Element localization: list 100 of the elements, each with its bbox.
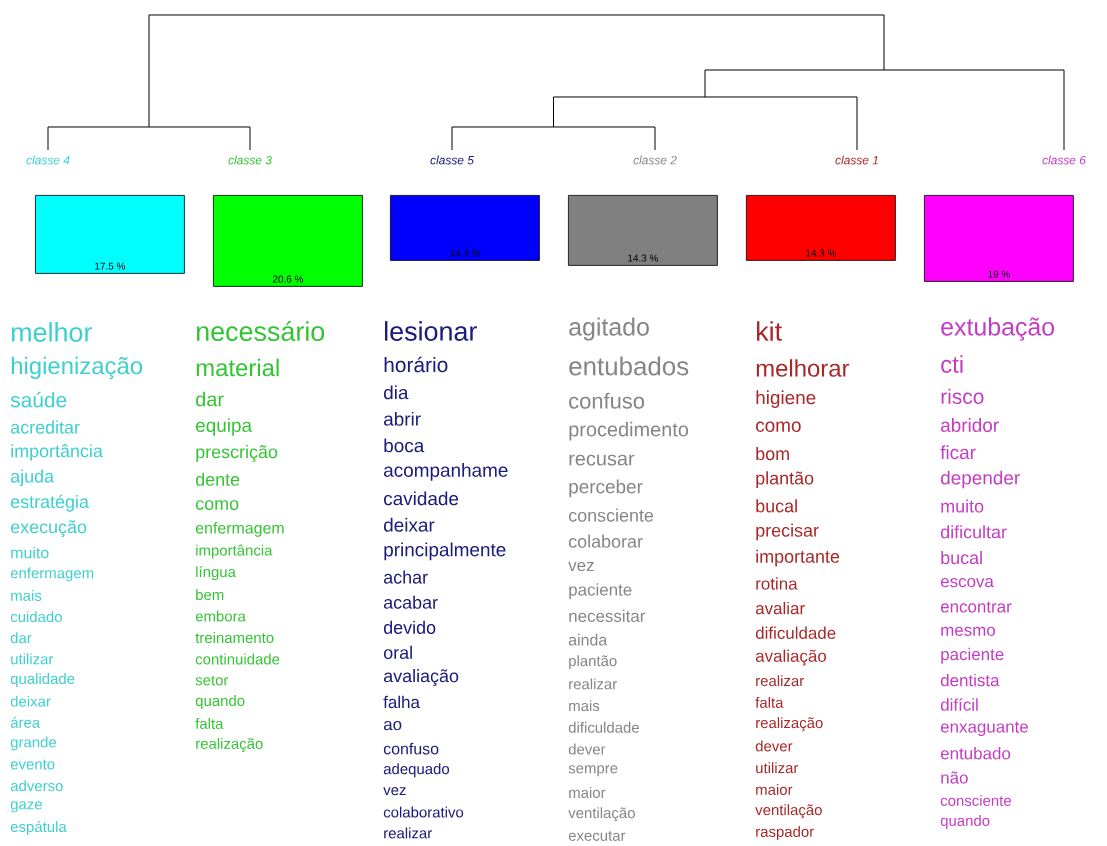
word: realização — [196, 738, 263, 752]
word: ventilação — [755, 804, 822, 819]
word: confuso — [569, 392, 645, 409]
word: achar — [383, 570, 428, 584]
word: dentista — [940, 673, 1000, 687]
word: grande — [10, 736, 57, 751]
color-box: 14.3 % — [746, 195, 896, 261]
word: ficar — [940, 445, 976, 460]
word: vez — [383, 787, 406, 796]
word: necessitar — [569, 609, 646, 623]
word: importância — [11, 444, 103, 461]
word: cti — [941, 355, 963, 373]
word: bom — [756, 447, 789, 461]
word: dar — [196, 391, 224, 407]
word: saúde — [10, 391, 67, 408]
word: abrir — [384, 411, 421, 426]
word: bucal — [941, 551, 982, 565]
word: acreditar — [10, 420, 80, 434]
word: agitado — [569, 317, 649, 341]
word: entubados — [569, 356, 689, 376]
class-label: classe 4 — [26, 155, 70, 165]
word: procedimento — [569, 421, 689, 441]
word: depender — [941, 470, 1020, 489]
word: como — [756, 421, 801, 432]
word: cavidade — [384, 491, 459, 506]
color-box: 14.3 % — [568, 195, 718, 266]
word: não — [941, 771, 968, 784]
word: encontrar — [940, 601, 1012, 613]
word: gaze — [10, 801, 42, 813]
word: equipa — [196, 418, 253, 436]
word: raspador — [756, 826, 814, 840]
word: utilizar — [756, 762, 799, 774]
word: necessário — [197, 320, 325, 342]
word: acabar — [383, 595, 438, 609]
word: horário — [384, 356, 448, 373]
word: deixar — [384, 517, 435, 532]
word: abridor — [941, 418, 999, 432]
class-label: classe 5 — [430, 155, 474, 165]
word: cuidado — [10, 611, 62, 623]
word: realizar — [384, 827, 432, 839]
word: dificultar — [940, 525, 1007, 539]
word: embora — [195, 610, 246, 622]
word: principalmente — [384, 542, 506, 561]
word: quando — [940, 815, 990, 829]
word: qualidade — [10, 673, 75, 687]
word: enfermagem — [195, 522, 284, 537]
word: mais — [569, 700, 600, 712]
word: setor — [195, 675, 229, 686]
word: boca — [384, 438, 425, 453]
word: dever — [755, 740, 793, 752]
word: plantão — [569, 655, 617, 670]
word: treinamento — [195, 632, 274, 644]
word: evento — [10, 759, 55, 770]
word: lesionar — [385, 321, 477, 341]
word: higienização — [11, 356, 143, 380]
word: muito — [941, 499, 984, 513]
word: dar — [10, 632, 32, 644]
word: plantão — [756, 471, 814, 489]
word: ajuda — [10, 469, 55, 487]
word: falha — [383, 695, 420, 709]
word: confuso — [383, 742, 439, 755]
word: entubado — [940, 747, 1011, 760]
color-box: 20.6 % — [213, 195, 363, 287]
word: ventilação — [568, 807, 635, 822]
word: enfermagem — [10, 567, 94, 582]
word: kit — [757, 321, 782, 341]
word: bem — [196, 589, 224, 601]
word: prescrição — [196, 445, 278, 462]
word: perceber — [569, 479, 643, 498]
word: mesmo — [941, 626, 995, 637]
word: estratégia — [10, 494, 89, 512]
word: paciente — [569, 583, 632, 600]
word: bucal — [756, 499, 797, 513]
word: avaliar — [755, 601, 805, 615]
word: realizar — [569, 678, 617, 690]
color-box: 14.3 % — [390, 195, 540, 261]
word: realizar — [756, 675, 804, 687]
word: mais — [11, 590, 42, 601]
word: dever — [568, 743, 606, 755]
word: sempre — [568, 765, 618, 777]
class-label: classe 6 — [1042, 155, 1086, 165]
class-label: classe 1 — [835, 155, 878, 165]
word: enxaguante — [940, 721, 1028, 737]
word: melhorar — [756, 359, 850, 377]
word: como — [195, 500, 239, 510]
word: importância — [196, 544, 273, 559]
word: colaborativo — [383, 806, 464, 818]
word: colaborar — [568, 534, 643, 548]
word: devido — [383, 620, 436, 634]
word: rotina — [756, 577, 798, 590]
word: quando — [195, 695, 245, 709]
word: maior — [569, 787, 606, 798]
word: falta — [755, 696, 784, 708]
class-label: classe 3 — [228, 155, 272, 165]
word: falta — [195, 718, 224, 729]
word: dificuldade — [568, 721, 639, 733]
word: avaliação — [383, 669, 459, 686]
word: avaliação — [755, 649, 827, 666]
word: dia — [384, 385, 409, 400]
word: recusar — [569, 454, 635, 466]
